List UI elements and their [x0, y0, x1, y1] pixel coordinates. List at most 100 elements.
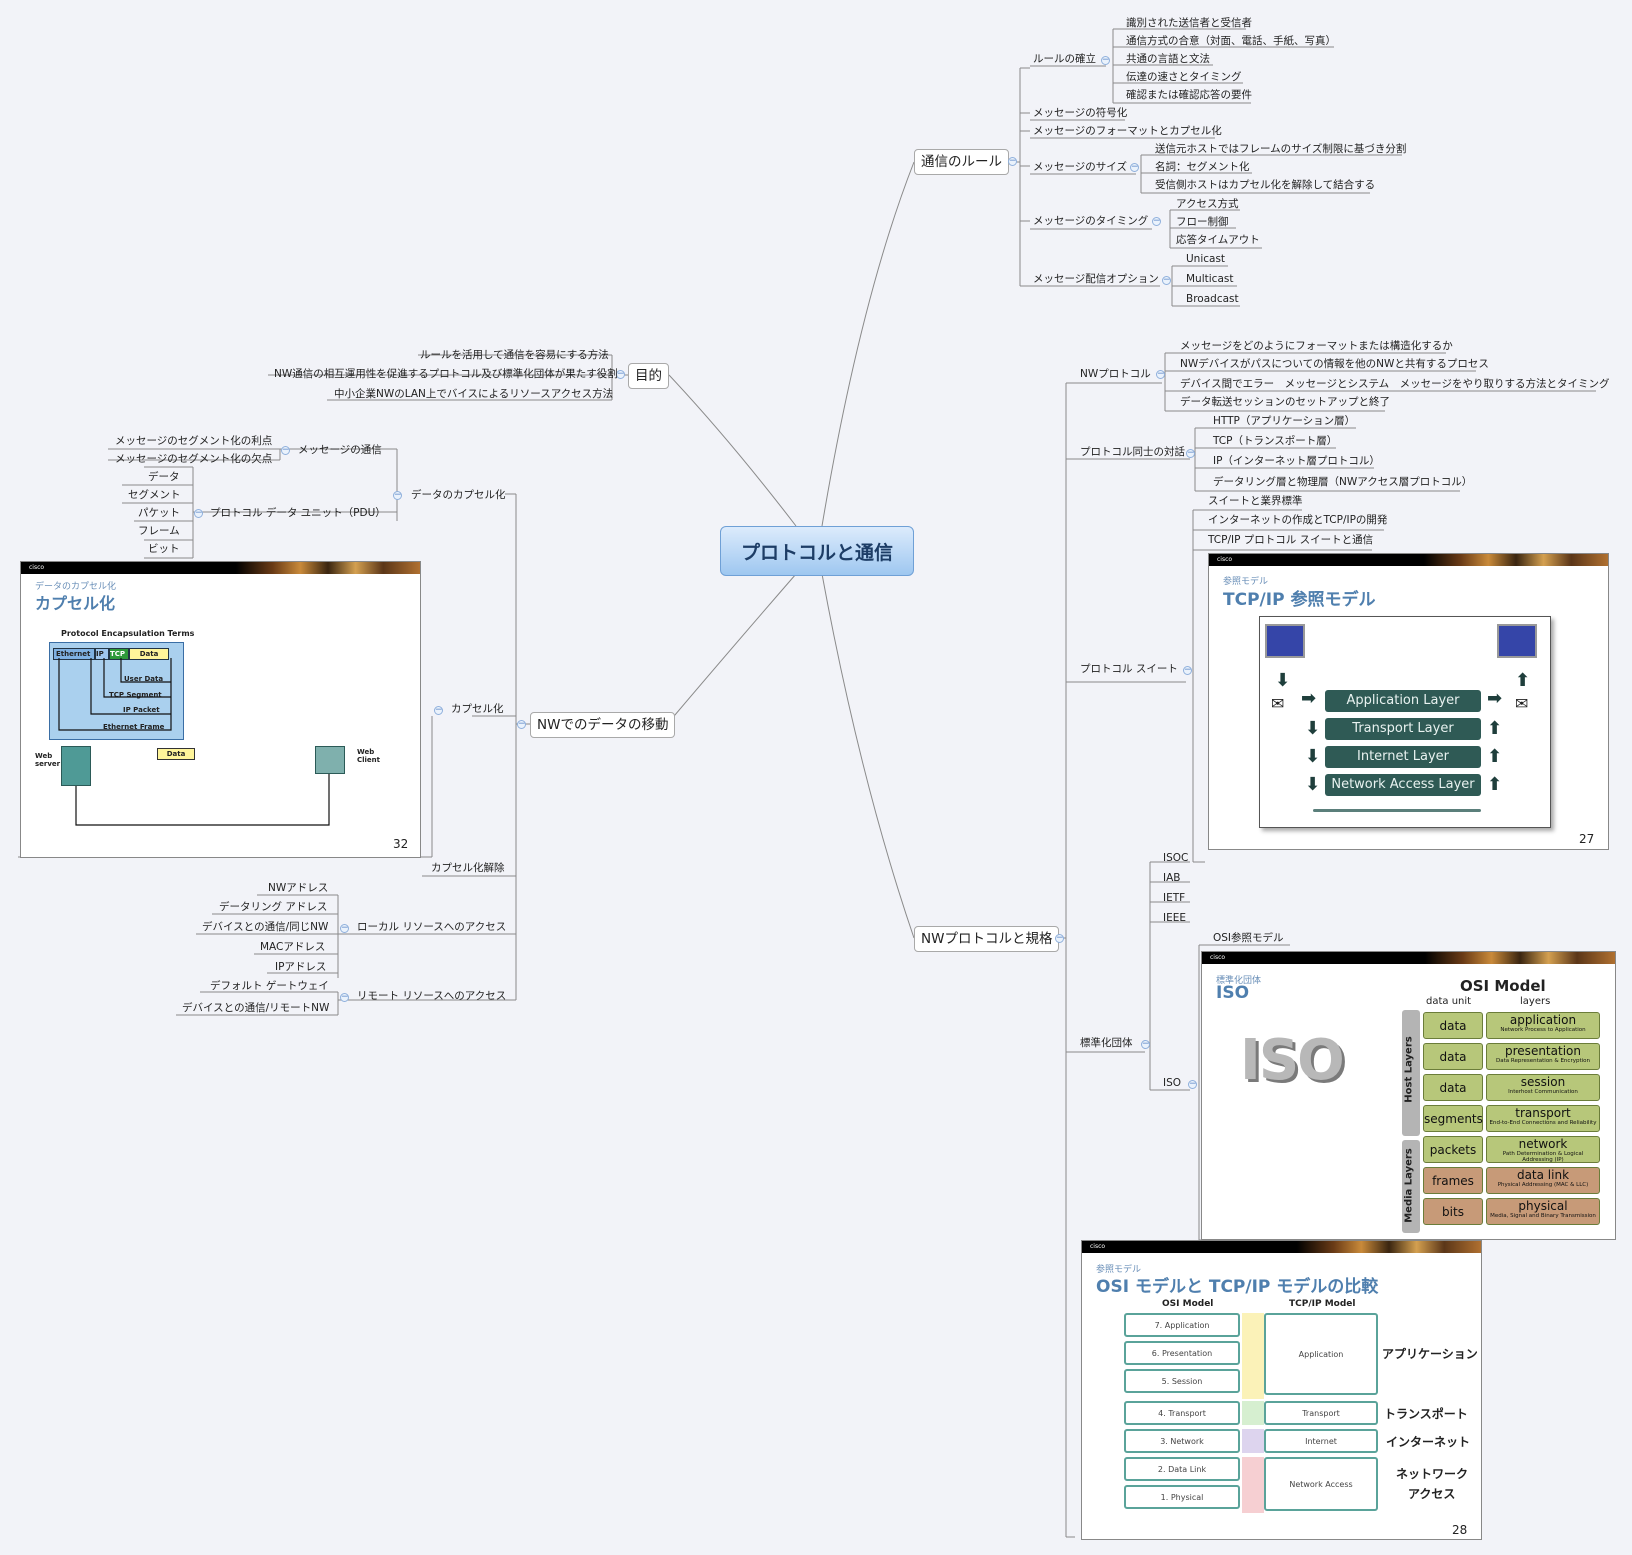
- osi-unit-cell: data: [1423, 1074, 1483, 1101]
- central-topic[interactable]: プロトコルと通信: [720, 526, 914, 576]
- slide-osi-tcpip-compare: cisco 参照モデル OSI モデルと TCP/IP モデルの比較 OSI M…: [1081, 1240, 1482, 1540]
- collapse-icon[interactable]: −: [393, 490, 402, 500]
- collapse-icon[interactable]: −: [1188, 1079, 1197, 1089]
- protocol-interact: プロトコル同士の対話: [1080, 446, 1185, 458]
- local-item: NWアドレス: [268, 882, 329, 894]
- osi-layer-name: application: [1509, 1013, 1577, 1027]
- local-item: IPアドレス: [275, 961, 327, 973]
- envelope-icon: ✉: [1271, 694, 1285, 713]
- remote-item: デバイスとの通信/リモートNW: [182, 1002, 330, 1014]
- org-item: IEEE: [1163, 912, 1186, 924]
- rule-encoding: メッセージの符号化: [1033, 107, 1128, 119]
- topic-data-move[interactable]: NWでのデータの移動: [530, 712, 676, 738]
- interact-item: TCP（トランスポート層）: [1213, 435, 1338, 447]
- org-item: IAB: [1163, 872, 1181, 884]
- envelope-icon: ✉: [1515, 694, 1529, 713]
- purpose-item: NW通信の相互運用性を促進するプロトコル及び標準化団体が果たす役割: [274, 368, 618, 380]
- osi-compare-layer: 2. Data Link: [1124, 1457, 1240, 1481]
- osi-unit-cell: data: [1423, 1043, 1483, 1070]
- collapse-icon[interactable]: −: [1186, 448, 1195, 458]
- collapse-icon[interactable]: −: [1008, 156, 1017, 166]
- osi-layer-name: data link: [1516, 1168, 1570, 1182]
- collapse-icon[interactable]: −: [1141, 1039, 1150, 1049]
- osi-layer-desc: Interhost Communication: [1508, 1089, 1578, 1095]
- slide-tcpip-model: cisco 参照モデル TCP/IP 参照モデル ⬇ ✉ ➡ ➡ ✉ ⬆ App…: [1208, 553, 1609, 850]
- osi-compare-layer: 3. Network: [1124, 1429, 1240, 1453]
- osi-unit-cell: packets: [1423, 1136, 1483, 1163]
- collapse-icon[interactable]: −: [340, 992, 349, 1002]
- cable-icon: [1313, 809, 1481, 812]
- tcp-layer: Internet: [1264, 1429, 1378, 1453]
- timing-item: フロー制御: [1176, 216, 1229, 228]
- size-item: 送信元ホストではフレームのサイズ制限に基づき分割: [1155, 143, 1407, 155]
- osi-unit-cell: frames: [1423, 1167, 1483, 1194]
- osi-layer-name: presentation: [1505, 1044, 1581, 1058]
- collapse-icon[interactable]: −: [616, 369, 625, 379]
- tcp-layer: Network Access: [1264, 1457, 1378, 1511]
- rule-format: メッセージのフォーマットとカプセル化: [1033, 125, 1222, 137]
- osi-layer-name: physical: [1518, 1199, 1568, 1213]
- timing-item: アクセス方式: [1176, 198, 1239, 210]
- slide-encapsulation: cisco データのカプセル化 カプセル化 Protocol Encapsula…: [20, 561, 421, 858]
- protocol-suite: プロトコル スイート: [1080, 663, 1178, 675]
- nwproto-item: NWデバイスがパスについての情報を他のNWと共有するプロセス: [1180, 358, 1489, 370]
- decap: カプセル化解除: [431, 862, 505, 874]
- pdu-item: フレーム: [138, 525, 180, 537]
- topic-purpose[interactable]: 目的: [628, 363, 669, 389]
- rule-item: 伝達の速さとタイミング: [1126, 71, 1242, 83]
- msg-comm: メッセージの通信: [298, 444, 382, 456]
- size-item: 名詞：セグメント化: [1155, 161, 1250, 173]
- collapse-icon[interactable]: −: [1152, 216, 1161, 226]
- iso-logo: ISO: [1240, 1028, 1345, 1093]
- rule-item: 確認または確認応答の要件: [1126, 89, 1252, 101]
- osi-layer-name: network: [1518, 1137, 1568, 1151]
- collapse-icon[interactable]: −: [1130, 162, 1139, 172]
- pdu-item: ビット: [148, 543, 180, 555]
- osi-layer-desc: End-to-End Connections and Reliability: [1489, 1120, 1597, 1126]
- osi-layer-name: transport: [1515, 1106, 1571, 1120]
- osi-layer-name: session: [1520, 1075, 1566, 1089]
- topic-rules[interactable]: 通信のルール: [914, 149, 1009, 175]
- collapse-icon[interactable]: −: [340, 923, 349, 933]
- delivery-item: Broadcast: [1186, 293, 1239, 305]
- interact-item: IP（インターネット層プロトコル）: [1213, 455, 1380, 467]
- collapse-icon[interactable]: −: [1156, 369, 1165, 379]
- pdu-item: データ: [148, 471, 180, 483]
- delivery-item: Unicast: [1186, 253, 1226, 265]
- server-icon: [61, 746, 91, 786]
- suite-item: スイートと業界標準: [1208, 495, 1303, 507]
- nwproto-item: デバイス間でエラー メッセージとシステム メッセージをやり取りする方法とタイミン…: [1180, 378, 1610, 390]
- osi-unit-cell: segments: [1423, 1105, 1483, 1132]
- collapse-icon[interactable]: −: [1162, 275, 1171, 285]
- collapse-icon[interactable]: −: [1055, 933, 1064, 943]
- osi-compare-layer: 4. Transport: [1124, 1401, 1240, 1425]
- collapse-icon[interactable]: −: [194, 508, 203, 518]
- collapse-icon[interactable]: −: [1101, 55, 1110, 65]
- collapse-icon[interactable]: −: [1183, 665, 1192, 675]
- collapse-icon[interactable]: −: [434, 705, 443, 715]
- encap-data: データのカプセル化: [411, 489, 506, 501]
- rule-timing: メッセージのタイミング: [1033, 215, 1149, 227]
- osi-unit-cell: data: [1423, 1012, 1483, 1039]
- collapse-icon[interactable]: −: [281, 445, 290, 455]
- nwproto-item: メッセージをどのようにフォーマットまたは構造化するか: [1180, 340, 1453, 352]
- osi-layer-desc: Network Process to Application: [1500, 1027, 1586, 1033]
- rule-item: 識別された送信者と受信者: [1126, 17, 1252, 29]
- osi-layer-desc: Data Representation & Encryption: [1496, 1058, 1590, 1064]
- osi-compare-layer: 1. Physical: [1124, 1485, 1240, 1509]
- local-item: データリング アドレス: [219, 901, 328, 913]
- remote-access: リモート リソースへのアクセス: [357, 990, 507, 1002]
- tcp-layer: Transport: [1264, 1401, 1378, 1425]
- size-item: 受信側ホストはカプセル化を解除して結合する: [1155, 179, 1376, 191]
- osi-compare-layer: 6. Presentation: [1124, 1341, 1240, 1365]
- local-item: デバイスとの通信/同じNW: [202, 921, 329, 933]
- topic-standards[interactable]: NWプロトコルと規格: [914, 926, 1060, 952]
- collapse-icon[interactable]: −: [517, 719, 526, 729]
